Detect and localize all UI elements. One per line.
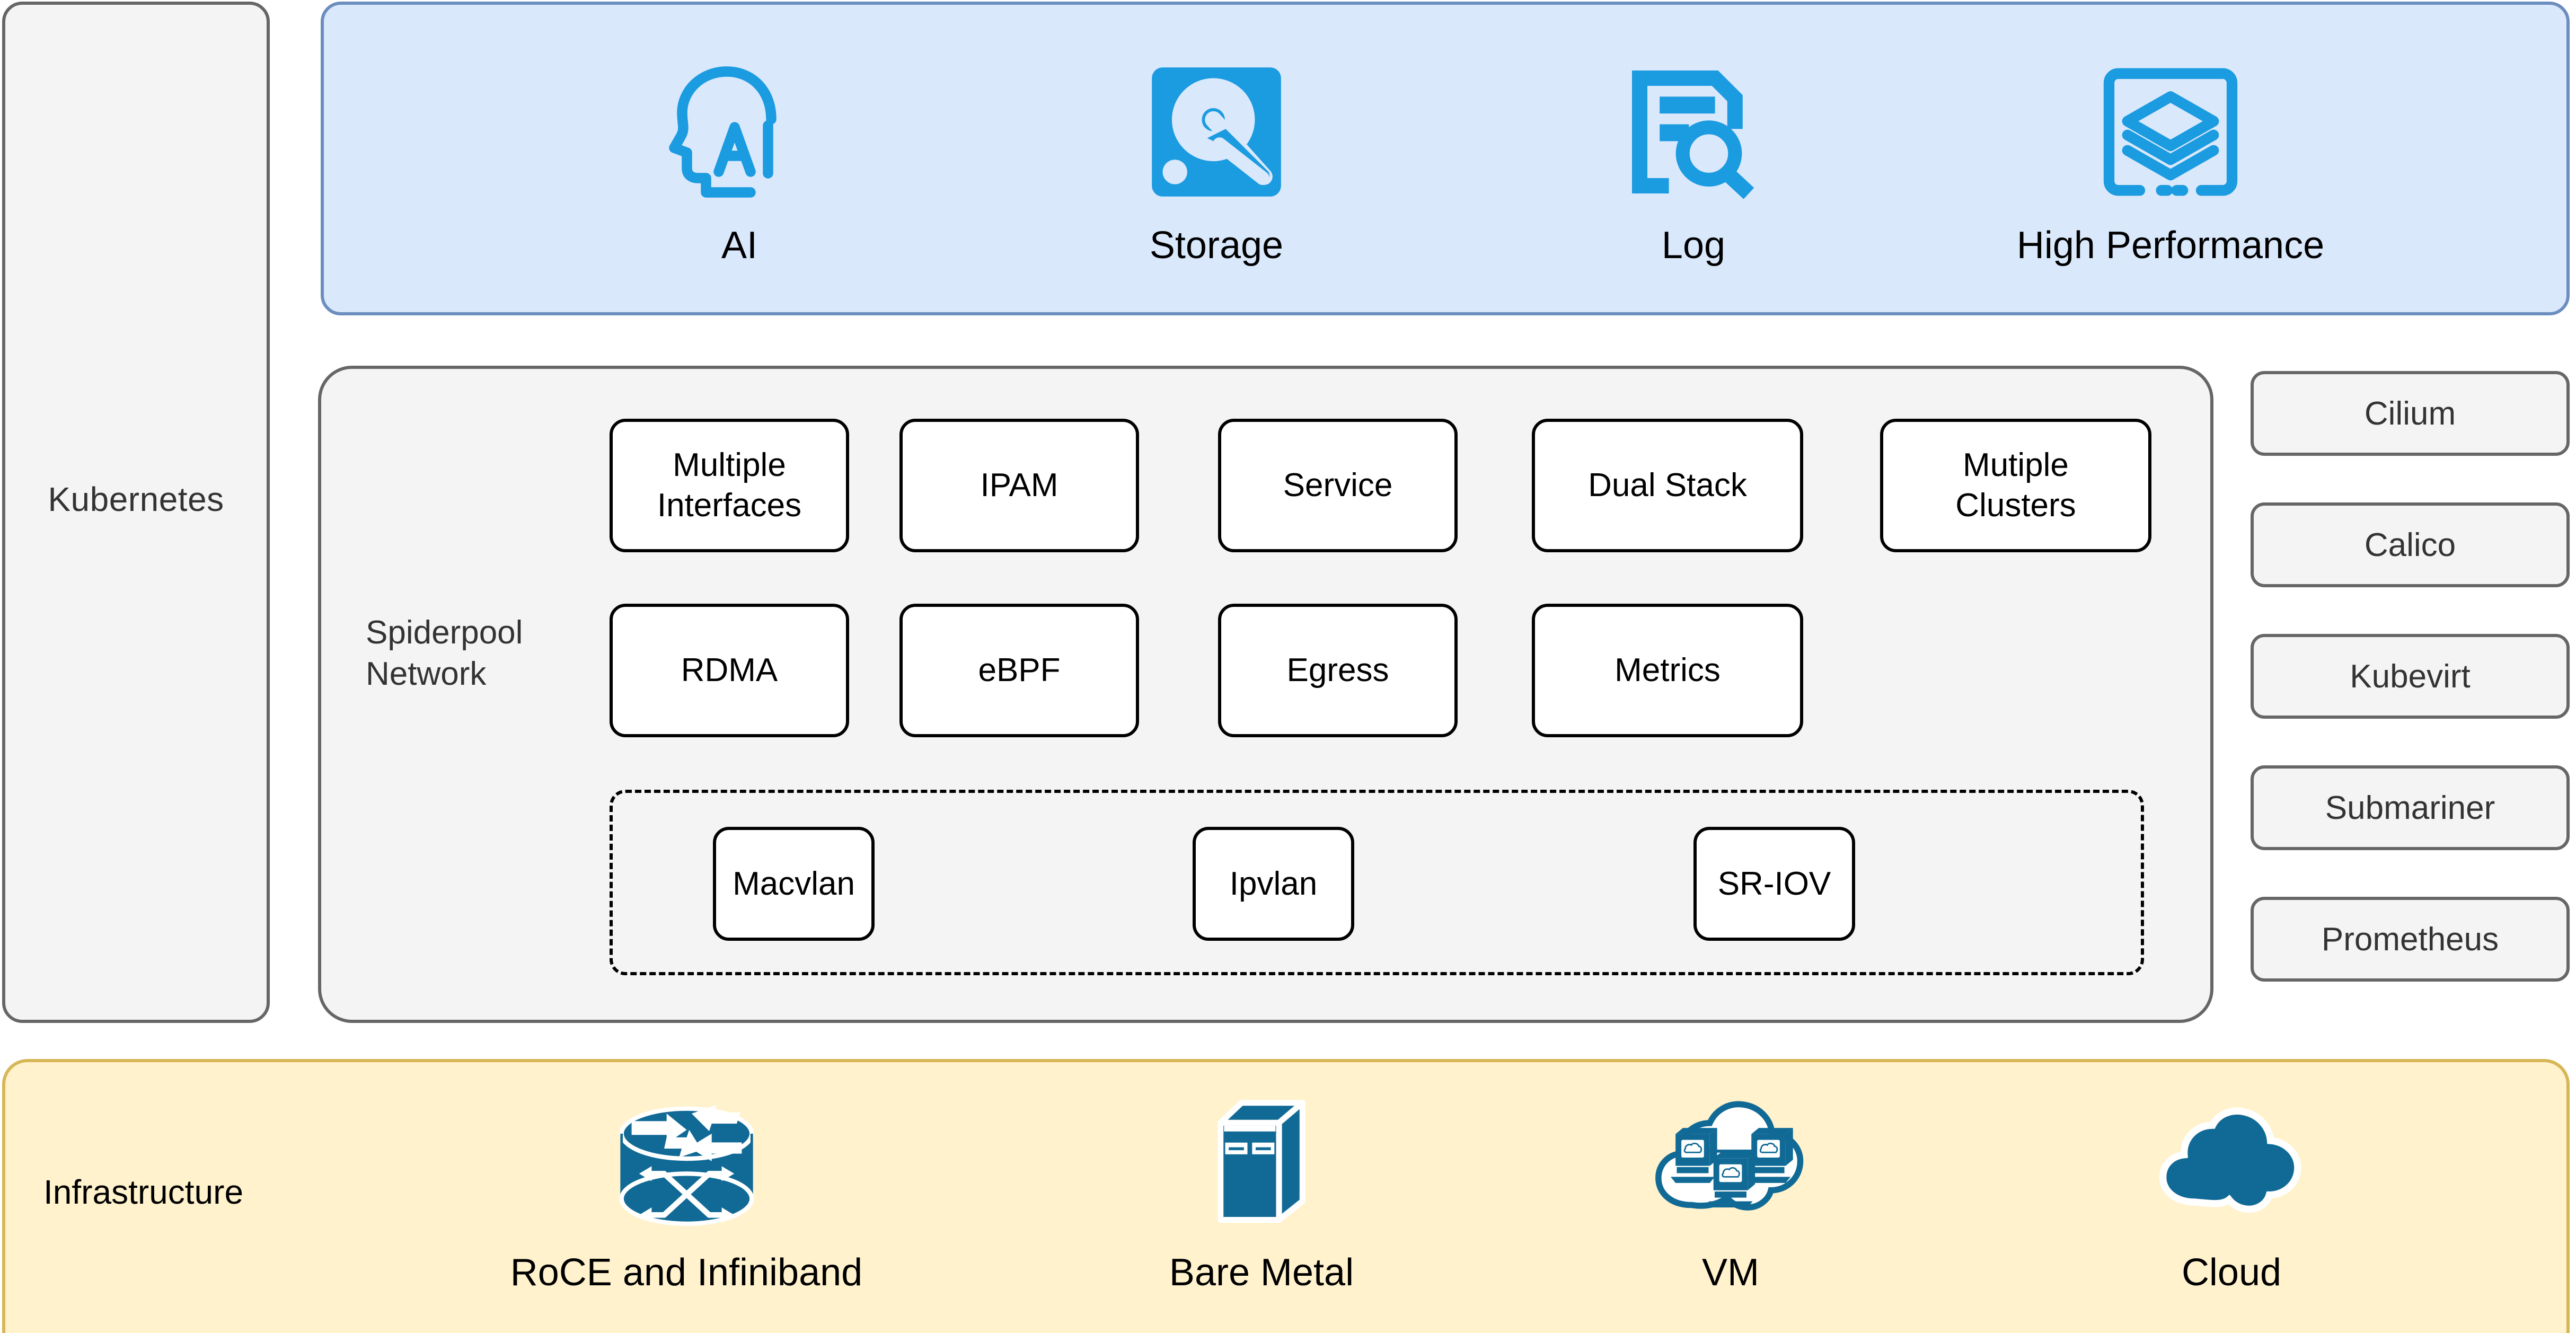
document-search-icon: [1617, 50, 1770, 214]
feature-tile-dual-stack[interactable]: Dual Stack: [1532, 419, 1803, 552]
infrastructure-item-bare-metal: Bare Metal: [1060, 1087, 1463, 1294]
feature-label: eBPF: [978, 652, 1061, 689]
infrastructure-item-label: Cloud: [2181, 1251, 2282, 1294]
feature-label: Egress: [1286, 652, 1389, 689]
feature-label-line2: Interfaces: [657, 487, 802, 524]
feature-tile-ebpf[interactable]: eBPF: [899, 604, 1139, 737]
use-case-label: AI: [721, 224, 758, 267]
infrastructure-item-cloud: Cloud: [2030, 1087, 2433, 1294]
use-case-label: Storage: [1149, 224, 1284, 267]
feature-tile-service[interactable]: Service: [1218, 419, 1458, 552]
feature-label: IPAM: [980, 467, 1058, 504]
feature-label-line2: Clusters: [1955, 487, 2076, 524]
feature-tile-multiple-interfaces[interactable]: Multiple Interfaces: [610, 419, 849, 552]
spiderpool-title-line2: Network: [366, 655, 487, 692]
cloud-icon: [2155, 1087, 2308, 1240]
cni-label: SR-IOV: [1717, 865, 1831, 902]
cni-datapath-group: [610, 790, 2144, 975]
feature-tile-ipam[interactable]: IPAM: [899, 419, 1139, 552]
integration-item-kubevirt[interactable]: Kubevirt: [2251, 634, 2570, 719]
integration-label: Prometheus: [2321, 921, 2499, 958]
integration-label: Cilium: [2364, 395, 2456, 432]
feature-label: Dual Stack: [1588, 467, 1747, 504]
spiderpool-network-title: Spiderpool Network: [366, 612, 588, 694]
use-cases-banner-items: AI Storage: [321, 2, 2570, 315]
infrastructure-item-label: RoCE and Infiniband: [510, 1251, 863, 1294]
infrastructure-item-roce-infiniband: RoCE and Infiniband: [485, 1087, 888, 1294]
layers-stack-icon: [2094, 50, 2247, 214]
cni-label: Ipvlan: [1229, 865, 1318, 902]
infrastructure-item-label: Bare Metal: [1169, 1251, 1354, 1294]
integration-item-calico[interactable]: Calico: [2251, 502, 2570, 587]
feature-label-line1: Mutiple: [1963, 447, 2069, 484]
feature-label: RDMA: [681, 652, 778, 689]
server-tower-icon: [1208, 1087, 1315, 1240]
feature-label-line1: Multiple: [673, 447, 786, 484]
kubernetes-layer-label: Kubernetes: [48, 480, 224, 518]
spiderpool-title-line1: Spiderpool: [366, 614, 523, 651]
integration-item-prometheus[interactable]: Prometheus: [2251, 897, 2570, 982]
feature-label: Service: [1283, 467, 1393, 504]
use-case-ai: AI: [501, 50, 978, 267]
feature-label: Metrics: [1615, 652, 1721, 689]
cni-tile-macvlan[interactable]: Macvlan: [713, 827, 875, 941]
router-icon: [611, 1087, 762, 1240]
integration-label: Kubevirt: [2350, 658, 2471, 695]
use-case-log: Log: [1455, 50, 1932, 267]
infrastructure-label: Infrastructure: [43, 1173, 244, 1211]
use-case-storage: Storage: [978, 50, 1455, 267]
use-case-high-performance: High Performance: [1932, 50, 2409, 267]
cni-tile-ipvlan[interactable]: Ipvlan: [1193, 827, 1354, 941]
infrastructure-item-vm: VM: [1529, 1087, 1932, 1294]
integration-label: Submariner: [2325, 789, 2495, 826]
cni-label: Macvlan: [733, 865, 855, 902]
use-case-label: High Performance: [2016, 224, 2325, 267]
integration-item-submariner[interactable]: Submariner: [2251, 765, 2570, 850]
ai-head-icon: [660, 50, 819, 214]
use-case-label: Log: [1661, 224, 1726, 267]
hard-disk-icon: [1140, 50, 1293, 214]
integration-item-cilium[interactable]: Cilium: [2251, 371, 2570, 456]
infrastructure-item-label: VM: [1702, 1251, 1759, 1294]
feature-tile-metrics[interactable]: Metrics: [1532, 604, 1803, 737]
feature-tile-egress[interactable]: Egress: [1218, 604, 1458, 737]
feature-tile-mutiple-clusters[interactable]: Mutiple Clusters: [1880, 419, 2151, 552]
kubernetes-layer-panel: [2, 2, 270, 1023]
cni-tile-sriov[interactable]: SR-IOV: [1693, 827, 1855, 941]
feature-tile-rdma[interactable]: RDMA: [610, 604, 849, 737]
integration-label: Calico: [2364, 526, 2456, 563]
cloud-with-computers-icon: [1651, 1087, 1810, 1240]
